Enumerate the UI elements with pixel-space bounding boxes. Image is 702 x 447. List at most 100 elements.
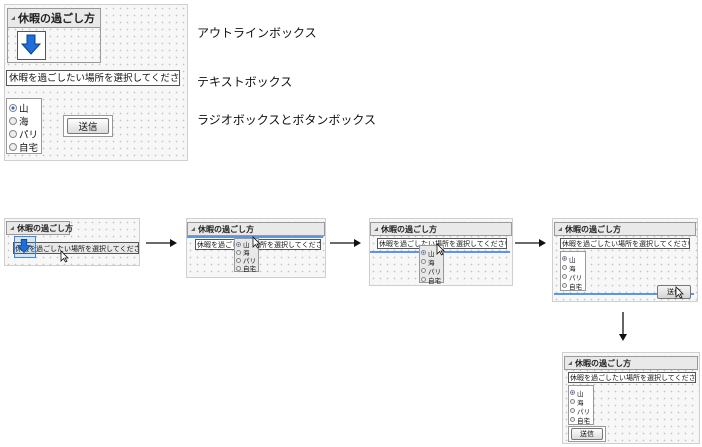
- radio-label: 自宅: [19, 142, 39, 154]
- submit-button-label: 送信: [667, 288, 681, 296]
- radio-label: 海: [428, 258, 435, 267]
- right-arrow-icon: [515, 239, 546, 247]
- outline-box-title: 休暇の過ごし方: [381, 224, 437, 234]
- radio-label: 海: [19, 116, 29, 128]
- radio-option-mountain[interactable]: 山: [562, 254, 585, 264]
- radio-selected-icon[interactable]: [562, 256, 567, 261]
- disclosure-triangle-icon[interactable]: [191, 227, 195, 231]
- caption-radio-button-box: ラジオボックスとボタンボックス: [197, 113, 377, 127]
- radio-option-sea[interactable]: 海: [421, 257, 443, 267]
- radio-option-paris[interactable]: パリ: [236, 256, 258, 265]
- disclosure-triangle-icon[interactable]: [374, 227, 378, 231]
- radio-unselected-icon[interactable]: [9, 142, 17, 151]
- radio-label: 自宅: [569, 282, 582, 291]
- radio-option-sea[interactable]: 海: [236, 248, 258, 257]
- result-submit-button[interactable]: 送信: [571, 428, 603, 440]
- radio-option-mountain[interactable]: 山: [9, 101, 41, 115]
- caption-text-box: テキストボックス: [197, 75, 293, 89]
- radio-label: 山: [577, 389, 584, 398]
- outline-box-title: 休暇の過ごし方: [565, 224, 621, 234]
- radio-label: 海: [569, 264, 576, 273]
- radio-unselected-icon[interactable]: [421, 268, 426, 273]
- radio-option-home[interactable]: 自宅: [562, 281, 585, 291]
- radio-option-home[interactable]: 自宅: [236, 264, 258, 273]
- instruction-text: 休暇を過ごしたい場所を選択してください。: [9, 73, 180, 84]
- radio-option-paris[interactable]: パリ: [562, 272, 585, 282]
- radio-option-mountain[interactable]: 山: [570, 388, 593, 398]
- instruction-text: 休暇を過ごしたい場所を選択してください。: [379, 240, 507, 248]
- radio-option-mountain[interactable]: 山: [421, 248, 443, 258]
- radio-unselected-icon[interactable]: [236, 257, 241, 263]
- radio-label: 山: [243, 241, 250, 249]
- radio-unselected-icon[interactable]: [421, 259, 426, 264]
- step-3-outline-header[interactable]: 休暇の過ごし方: [370, 222, 512, 236]
- radio-option-paris[interactable]: パリ: [421, 266, 443, 276]
- step-1-outline-header[interactable]: 休暇の過ごし方: [6, 221, 73, 235]
- radio-selected-icon[interactable]: [9, 103, 17, 112]
- step-4-dragged-submit-button[interactable]: 送信: [657, 285, 691, 299]
- result-radio-box: 山 海 パリ 自宅: [568, 385, 594, 425]
- disclosure-triangle-icon[interactable]: [10, 226, 14, 230]
- mouse-pointer-icon: [436, 243, 445, 256]
- radio-unselected-icon[interactable]: [570, 399, 575, 404]
- down-arrow-icon: [17, 239, 31, 254]
- mouse-pointer-icon: [60, 250, 69, 263]
- radio-label: 自宅: [243, 265, 256, 273]
- caption-outline-box: アウトラインボックス: [197, 26, 317, 40]
- step-4-text-box[interactable]: 休暇を過ごしたい場所を選択してください。: [560, 238, 690, 249]
- submit-button-label: 送信: [78, 122, 98, 133]
- disclosure-triangle-icon[interactable]: [568, 361, 572, 365]
- radio-unselected-icon[interactable]: [9, 116, 17, 125]
- outline-box-title: 休暇の過ごし方: [575, 358, 631, 368]
- radio-unselected-icon[interactable]: [570, 408, 575, 413]
- radio-label: パリ: [19, 129, 39, 141]
- radio-selected-icon[interactable]: [421, 250, 426, 255]
- radio-label: 海: [243, 249, 250, 257]
- radio-label: 自宅: [577, 416, 590, 425]
- instruction-text-box[interactable]: 休暇を過ごしたい場所を選択してください。: [6, 70, 180, 86]
- radio-selected-icon[interactable]: [236, 241, 241, 247]
- outline-box-title: 休暇の過ごし方: [198, 224, 254, 234]
- radio-unselected-icon[interactable]: [562, 274, 567, 279]
- radio-option-home[interactable]: 自宅: [9, 140, 41, 154]
- step-4-outline-header[interactable]: 休暇の過ごし方: [554, 222, 696, 236]
- outline-box-header[interactable]: 休暇の過ごし方: [7, 8, 101, 28]
- radio-unselected-icon[interactable]: [570, 417, 575, 422]
- radio-option-home[interactable]: 自宅: [570, 415, 593, 425]
- radio-option-sea[interactable]: 海: [570, 397, 593, 407]
- radio-option-mountain[interactable]: 山: [236, 240, 258, 249]
- radio-option-sea[interactable]: 海: [9, 114, 41, 128]
- radio-unselected-icon[interactable]: [421, 277, 426, 282]
- radio-label: 山: [428, 249, 435, 258]
- step-3-dragged-radio-box[interactable]: 山 海 パリ 自宅: [419, 245, 444, 285]
- mouse-pointer-icon: [675, 286, 684, 299]
- step-2-outline-header[interactable]: 休暇の過ごし方: [187, 222, 325, 236]
- down-arrow-icon: [21, 34, 41, 55]
- radio-label: パリ: [243, 257, 256, 265]
- radio-unselected-icon[interactable]: [562, 283, 567, 288]
- result-outline-header[interactable]: 休暇の過ごし方: [564, 356, 698, 370]
- result-text-box[interactable]: 休暇を過ごしたい場所を選択してください。: [568, 372, 696, 383]
- disclosure-triangle-icon[interactable]: [558, 227, 562, 231]
- radio-label: パリ: [428, 267, 441, 276]
- step-4-radio-box: 山 海 パリ 自宅: [560, 251, 586, 291]
- radio-unselected-icon[interactable]: [236, 265, 241, 271]
- step-1-dragged-text-box[interactable]: 休暇を過ごしたい場所を選択してください。: [13, 242, 139, 254]
- radio-label: パリ: [577, 407, 590, 416]
- radio-unselected-icon[interactable]: [562, 265, 567, 270]
- radio-option-paris[interactable]: パリ: [570, 406, 593, 416]
- mouse-pointer-icon: [252, 236, 261, 249]
- radio-label: 自宅: [428, 276, 441, 285]
- radio-label: 海: [577, 398, 584, 407]
- disclosure-triangle-icon[interactable]: [11, 16, 15, 20]
- radio-unselected-icon[interactable]: [236, 249, 241, 255]
- instruction-text: 休暇を過ごしたい場所を選択してください。: [562, 240, 690, 248]
- radio-option-sea[interactable]: 海: [562, 263, 585, 273]
- submit-button[interactable]: 送信: [67, 118, 109, 134]
- radio-label: 山: [569, 255, 576, 264]
- outline-box-body: [7, 26, 101, 63]
- radio-unselected-icon[interactable]: [9, 129, 17, 138]
- radio-selected-icon[interactable]: [570, 390, 575, 395]
- radio-option-home[interactable]: 自宅: [421, 275, 443, 285]
- radio-option-paris[interactable]: パリ: [9, 127, 41, 141]
